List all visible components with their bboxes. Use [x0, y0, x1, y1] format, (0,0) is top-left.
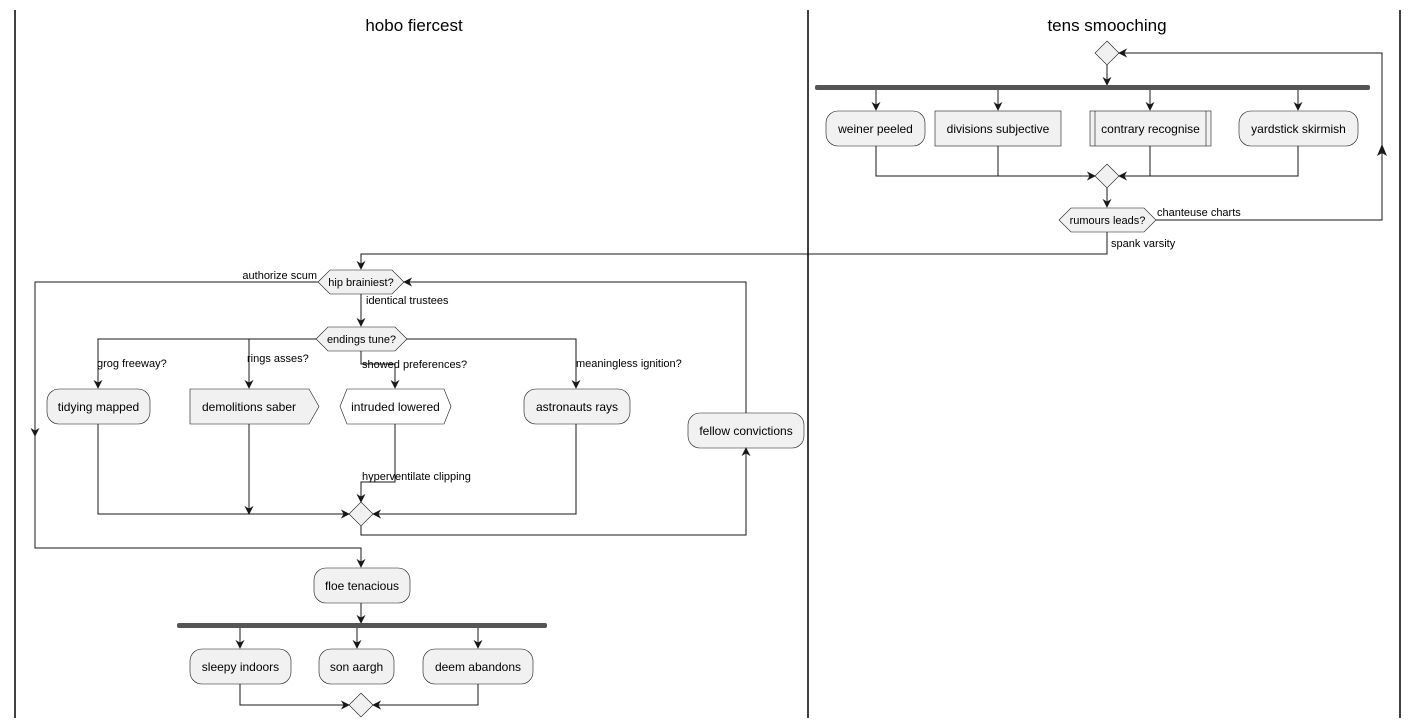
node-label: tidying mapped [58, 400, 139, 414]
node-label: weiner peeled [837, 122, 913, 136]
edge-deem-to-end [372, 684, 479, 710]
edge-hip-brainiest-exit [30, 281, 318, 437]
edge-divisions-to-merge [997, 146, 1096, 181]
edge-exit-to-floe [34, 430, 366, 568]
merge-diamond-left [348, 501, 374, 527]
edge-yardstick-to-merge [1150, 146, 1299, 177]
swimlane-title-tens-smooching: tens smooching [1047, 16, 1166, 35]
fork-bar-left [177, 623, 547, 628]
node-label: hip brainiest? [328, 277, 393, 289]
edge-rumours-to-hip-brainiest [356, 232, 1108, 270]
decision-endings-tune: endings tune? [315, 326, 408, 352]
edge-astronauts-to-merge [372, 424, 577, 519]
node-label: fellow convictions [699, 424, 792, 438]
node-sleepy-indoors: sleepy indoors [189, 648, 292, 685]
node-tidying-mapped: tidying mapped [46, 388, 151, 425]
node-label: demolitions saber [202, 400, 296, 414]
node-label: astronauts rays [536, 400, 618, 414]
node-label: contrary recognise [1101, 122, 1200, 136]
swimlane-title-hobo-fiercest: hobo fiercest [365, 16, 463, 35]
edge-sleepy-to-end [239, 684, 350, 710]
merge-diamond-bottom [348, 692, 374, 718]
edge-label-grog-freeway: grog freeway? [97, 358, 167, 370]
node-deem-abandons: deem abandons [422, 648, 534, 685]
node-label: endings tune? [327, 334, 396, 346]
edge-endings-to-intruded [360, 351, 400, 389]
edge-label-meaningless-ignition: meaningless ignition? [576, 358, 682, 370]
node-label: sleepy indoors [202, 660, 279, 674]
repeat-start-diamond [1094, 40, 1120, 66]
node-label: rumours leads? [1070, 215, 1146, 227]
node-contrary-recognise: contrary recognise [1089, 110, 1212, 147]
edge-intruded-to-merge [356, 424, 396, 503]
edge-label-authorize-scum: authorize scum [242, 270, 317, 282]
edge-label-identical-trustees: identical trustees [366, 295, 449, 307]
edge-contrary-to-merge [1118, 146, 1151, 181]
node-astronauts-rays: astronauts rays [523, 388, 631, 425]
edge-endings-to-astronauts [407, 338, 581, 389]
edge-tidying-to-merge [97, 424, 350, 519]
edge-merge-to-fellow [360, 447, 751, 536]
node-fellow-convictions: fellow convictions [687, 412, 805, 449]
node-label: yardstick skirmish [1251, 122, 1346, 136]
node-weiner-peeled: weiner peeled [825, 110, 926, 147]
edge-repeat-loop-back [1118, 48, 1383, 221]
fork-bar-right [815, 85, 1370, 90]
node-label: son aargh [330, 660, 383, 674]
edge-weiner-to-merge [875, 146, 998, 177]
node-yardstick-skirmish: yardstick skirmish [1238, 110, 1359, 147]
merge-diamond-right [1094, 163, 1120, 189]
node-son-aargh: son aargh [318, 648, 395, 685]
node-demolitions-saber: demolitions saber [189, 388, 320, 425]
edge-label-hyperventilate-clipping: hyperventilate clipping [362, 471, 471, 483]
edge-label-rings-asses: rings asses? [247, 353, 309, 365]
loop-direction-arrow [1377, 144, 1387, 156]
edge-label-chanteuse-charts: chanteuse charts [1157, 207, 1241, 219]
decision-rumours-leads: rumours leads? [1058, 207, 1157, 233]
node-label: intruded lowered [351, 400, 440, 414]
edge-fellow-to-hip-brainiest [403, 277, 747, 413]
edge-label-spank-varsity: spank varsity [1111, 238, 1176, 250]
node-label: deem abandons [435, 660, 521, 674]
node-floe-tenacious: floe tenacious [313, 567, 411, 604]
node-label: floe tenacious [325, 579, 399, 593]
edge-endings-to-tidying [93, 338, 316, 389]
decision-hip-brainiest: hip brainiest? [317, 269, 405, 295]
node-label: divisions subjective [947, 122, 1050, 136]
node-intruded-lowered: intruded lowered [339, 388, 452, 425]
edge-label-showed-preferences: showed preferences? [362, 359, 467, 371]
node-divisions-subjective: divisions subjective [934, 110, 1062, 147]
